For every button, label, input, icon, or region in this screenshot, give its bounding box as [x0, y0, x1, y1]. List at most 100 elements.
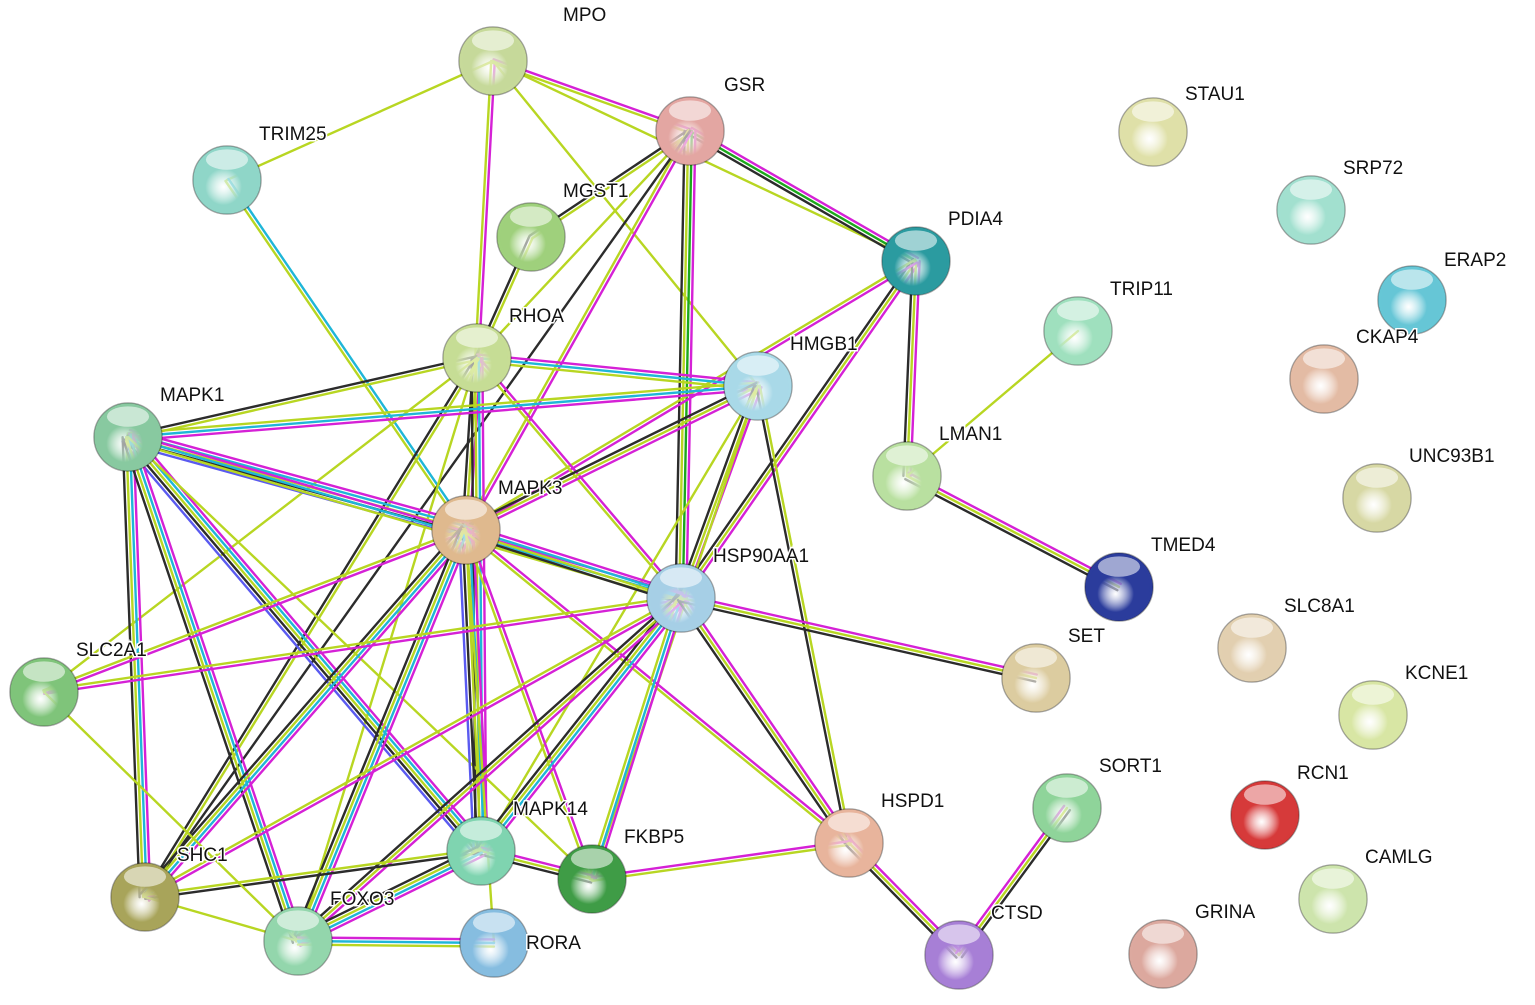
- edge-evidence-textmining: [464, 530, 682, 601]
- node-rim: [1129, 920, 1197, 988]
- node-highlight: [736, 355, 780, 376]
- node-hspd1[interactable]: HSPD1: [814, 790, 946, 878]
- edge-evidence-experiments: [682, 594, 854, 843]
- node-mapk1[interactable]: MAPK1: [93, 384, 226, 472]
- node-hmgb1[interactable]: HMGB1: [723, 333, 859, 421]
- node-foxo3[interactable]: FOXO3: [263, 888, 396, 976]
- edge-evidence-textmining: [479, 384, 760, 853]
- edge-evidence-coexpression: [676, 598, 848, 847]
- node-highlight: [937, 924, 981, 945]
- node-sort1[interactable]: SORT1: [1032, 755, 1164, 843]
- node-rcn1[interactable]: RCN1: [1230, 762, 1350, 850]
- node-label: HSP90AA1: [713, 546, 809, 567]
- edge-evidence-experiments: [682, 261, 921, 602]
- node-label: MPO: [563, 5, 606, 26]
- node-mapk14[interactable]: MAPK14: [446, 798, 590, 886]
- node-label: RORA: [526, 933, 581, 954]
- node-highlight: [106, 406, 150, 427]
- edge-evidence-coexpression: [676, 383, 756, 598]
- node-slc8a1[interactable]: SLC8A1: [1217, 595, 1356, 683]
- node-kcne1[interactable]: KCNE1: [1338, 662, 1470, 750]
- edge-evidence-binding: [457, 529, 476, 853]
- node-highlight: [123, 866, 167, 887]
- node-grina[interactable]: GRINA: [1128, 901, 1257, 989]
- node-rim: [460, 909, 528, 977]
- edge-evidence-textmining: [679, 596, 851, 845]
- node-gsr[interactable]: GSR: [655, 74, 767, 166]
- node-label: FOXO3: [330, 889, 394, 910]
- edge-evidence-textmining: [42, 527, 467, 692]
- node-label: ERAP2: [1444, 250, 1506, 271]
- node-srp72[interactable]: SRP72: [1276, 157, 1405, 245]
- node-ctsd[interactable]: CTSD: [924, 902, 1044, 990]
- edge-evidence-experiments: [131, 434, 305, 941]
- edge-evidence-databases: [297, 851, 483, 944]
- node-rim: [1299, 865, 1367, 933]
- node-mapk3[interactable]: MAPK3: [431, 477, 564, 565]
- node-tmed4[interactable]: TMED4: [1084, 534, 1217, 622]
- node-camlg[interactable]: CAMLG: [1298, 846, 1434, 934]
- edge-evidence-textmining: [126, 435, 483, 853]
- edge-gsr-rhoa: [475, 129, 692, 360]
- edge-evidence-coexpression: [144, 851, 483, 900]
- node-trim25[interactable]: TRIM25: [192, 123, 328, 215]
- node-rim: [111, 863, 179, 931]
- node-pdia4[interactable]: PDIA4: [881, 208, 1005, 296]
- node-unc93b1[interactable]: UNC93B1: [1342, 445, 1496, 533]
- node-slc2a1[interactable]: SLC2A1: [9, 639, 148, 727]
- edge-evidence-textmining: [758, 384, 852, 844]
- node-lman1[interactable]: LMAN1: [872, 423, 1004, 511]
- node-rora[interactable]: RORA: [459, 908, 583, 978]
- node-rim: [1044, 297, 1112, 365]
- edge-mapk3-fkbp5: [463, 528, 595, 881]
- edge-hsp90aa1-foxo3: [294, 594, 685, 945]
- node-trip11[interactable]: TRIP11: [1043, 278, 1175, 366]
- node-label: SLC8A1: [1284, 596, 1355, 617]
- edge-hmgb1-mapk3: [463, 381, 761, 535]
- edge-evidence-textmining: [463, 529, 592, 881]
- edge-evidence-textmining: [127, 358, 479, 440]
- node-mpo[interactable]: MPO: [458, 4, 608, 96]
- node-shc1[interactable]: SHC1: [110, 844, 229, 932]
- node-fkbp5[interactable]: FKBP5: [557, 826, 686, 914]
- edge-evidence-experiments: [299, 854, 485, 948]
- node-mgst1[interactable]: MGST1: [496, 180, 630, 272]
- edge-hsp90aa1-shc1: [142, 595, 684, 900]
- node-rhoa[interactable]: RHOA: [442, 305, 566, 393]
- edge-fkbp5-hspd1: [590, 840, 851, 882]
- edge-hsp90aa1-slc2a1: [42, 595, 683, 695]
- node-stau1[interactable]: STAU1: [1118, 83, 1246, 167]
- edge-evidence-databases: [128, 435, 301, 942]
- node-highlight: [1289, 179, 1333, 200]
- edge-evidence-textmining: [464, 384, 760, 532]
- edge-evidence-textmining: [142, 527, 466, 898]
- edge-slc2a1-foxo3: [42, 690, 300, 943]
- edge-evidence-experiments: [144, 598, 684, 900]
- edge-evidence-textmining: [587, 595, 679, 880]
- edge-mapk3-slc2a1: [42, 527, 468, 695]
- node-rim: [558, 845, 626, 913]
- edge-evidence-textmining: [478, 595, 681, 852]
- edge-evidence-textmining: [125, 436, 298, 943]
- node-highlight: [827, 812, 871, 833]
- edge-evidence-experiments: [909, 259, 921, 478]
- node-label: MGST1: [563, 181, 628, 202]
- node-ckap4[interactable]: CKAP4: [1289, 326, 1420, 414]
- node-label: SET: [1068, 626, 1105, 647]
- node-highlight: [1302, 348, 1346, 369]
- node-rim: [815, 809, 883, 877]
- edge-evidence-textmining: [475, 129, 692, 360]
- edge-hsp90aa1-set: [679, 593, 1038, 683]
- node-rim: [1378, 266, 1446, 334]
- node-highlight: [894, 230, 938, 251]
- node-erap2[interactable]: ERAP2: [1377, 249, 1508, 335]
- node-set[interactable]: SET: [1001, 625, 1107, 713]
- edge-evidence-coexpression: [902, 259, 914, 478]
- edge-rhoa-mapk1: [126, 355, 479, 440]
- edge-evidence-coexpression: [461, 528, 479, 853]
- node-hsp90aa1[interactable]: HSP90AA1: [646, 545, 811, 633]
- node-highlight: [1097, 556, 1141, 577]
- edge-hmgb1-hspd1: [755, 384, 852, 845]
